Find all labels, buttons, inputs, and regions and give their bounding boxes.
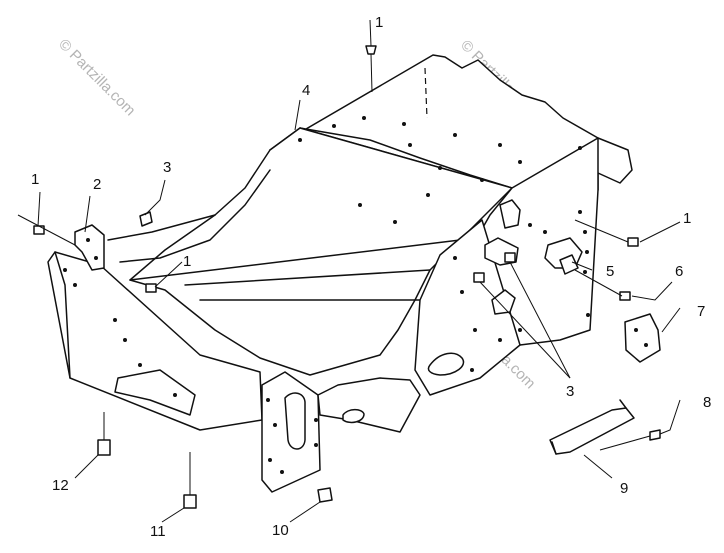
callout-9: 9 <box>620 480 628 497</box>
nut-part-3-right-b <box>473 272 485 283</box>
bolt-part-1-right <box>627 237 639 247</box>
callout-5: 5 <box>606 263 614 280</box>
front-bulkhead-slot <box>284 392 306 450</box>
front-bracket-plate <box>114 369 196 416</box>
callout-12: 12 <box>52 477 69 494</box>
right-plate-slot-upper <box>499 199 521 229</box>
right-plate-oval <box>427 352 465 376</box>
fastener-part-12 <box>97 439 111 456</box>
bulkhead-frame <box>47 54 633 493</box>
callout-1-right: 1 <box>683 210 691 227</box>
left-channel <box>107 169 271 263</box>
callout-8: 8 <box>703 394 711 411</box>
bolt-part-8 <box>649 429 661 441</box>
fastener-part-11 <box>183 494 197 509</box>
callout-1-center: 1 <box>183 253 191 270</box>
left-side-rail <box>47 251 263 431</box>
callout-6: 6 <box>675 263 683 280</box>
nut-part-3-right-a <box>504 252 516 263</box>
fastener-part-10 <box>317 487 333 503</box>
front-tunnel-hole <box>342 408 365 424</box>
deck-hidden-line <box>424 67 428 119</box>
plate-part-7 <box>624 313 661 363</box>
callouts: 1 1 1 1 2 3 3 4 5 6 7 8 9 10 11 12 <box>31 14 711 540</box>
callout-4: 4 <box>302 82 310 99</box>
callout-1-left: 1 <box>31 171 39 188</box>
callout-1-top: 1 <box>375 14 383 31</box>
right-plate-slot-lower <box>491 289 516 315</box>
callout-3-right: 3 <box>566 383 574 400</box>
front-tunnel-cover <box>317 377 421 433</box>
callout-2: 2 <box>93 176 101 193</box>
hardware-parts <box>33 45 661 509</box>
bolt-part-1-center <box>145 283 157 293</box>
top-deck-panel <box>269 54 633 191</box>
bolt-part-1-top <box>365 45 377 55</box>
bolt-part-6 <box>619 291 631 301</box>
deck-holes <box>298 116 522 224</box>
left-rail-top-edge <box>54 251 71 379</box>
tunnel-floor-line-2 <box>184 269 431 301</box>
plate-part-5 <box>559 254 579 275</box>
leader-lines <box>17 19 681 523</box>
angle-bracket-part-9 <box>549 407 635 455</box>
tunnel-floor-line <box>129 239 461 281</box>
callout-10: 10 <box>272 522 289 539</box>
right-lower-flange <box>414 219 521 396</box>
callout-3-left: 3 <box>163 159 171 176</box>
right-plate-holes <box>453 146 590 372</box>
left-rail-holes <box>63 268 318 474</box>
callout-7: 7 <box>697 303 705 320</box>
callout-11: 11 <box>150 523 166 540</box>
tunnel-body <box>129 127 513 376</box>
watermark-top-left: © Partzilla.com <box>55 36 138 119</box>
bolt-part-1-left <box>33 225 45 235</box>
